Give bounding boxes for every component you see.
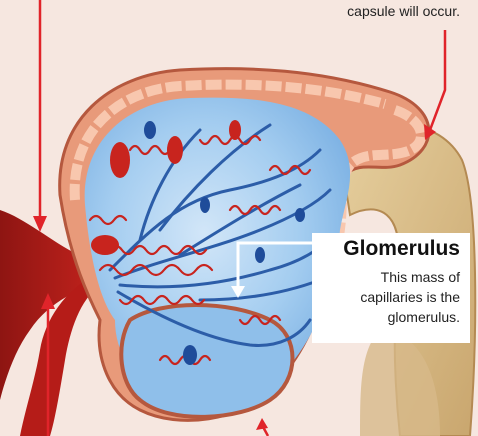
glomerulus-title: Glomerulus <box>343 237 460 261</box>
top-caption: capsule will occur. <box>300 3 460 19</box>
capsule-lower-lobe <box>121 305 292 417</box>
glomerulus-description: This mass of capillaries is the glomerul… <box>320 267 460 327</box>
glomerulus-callout: Glomerulus This mass of capillaries is t… <box>312 233 470 343</box>
